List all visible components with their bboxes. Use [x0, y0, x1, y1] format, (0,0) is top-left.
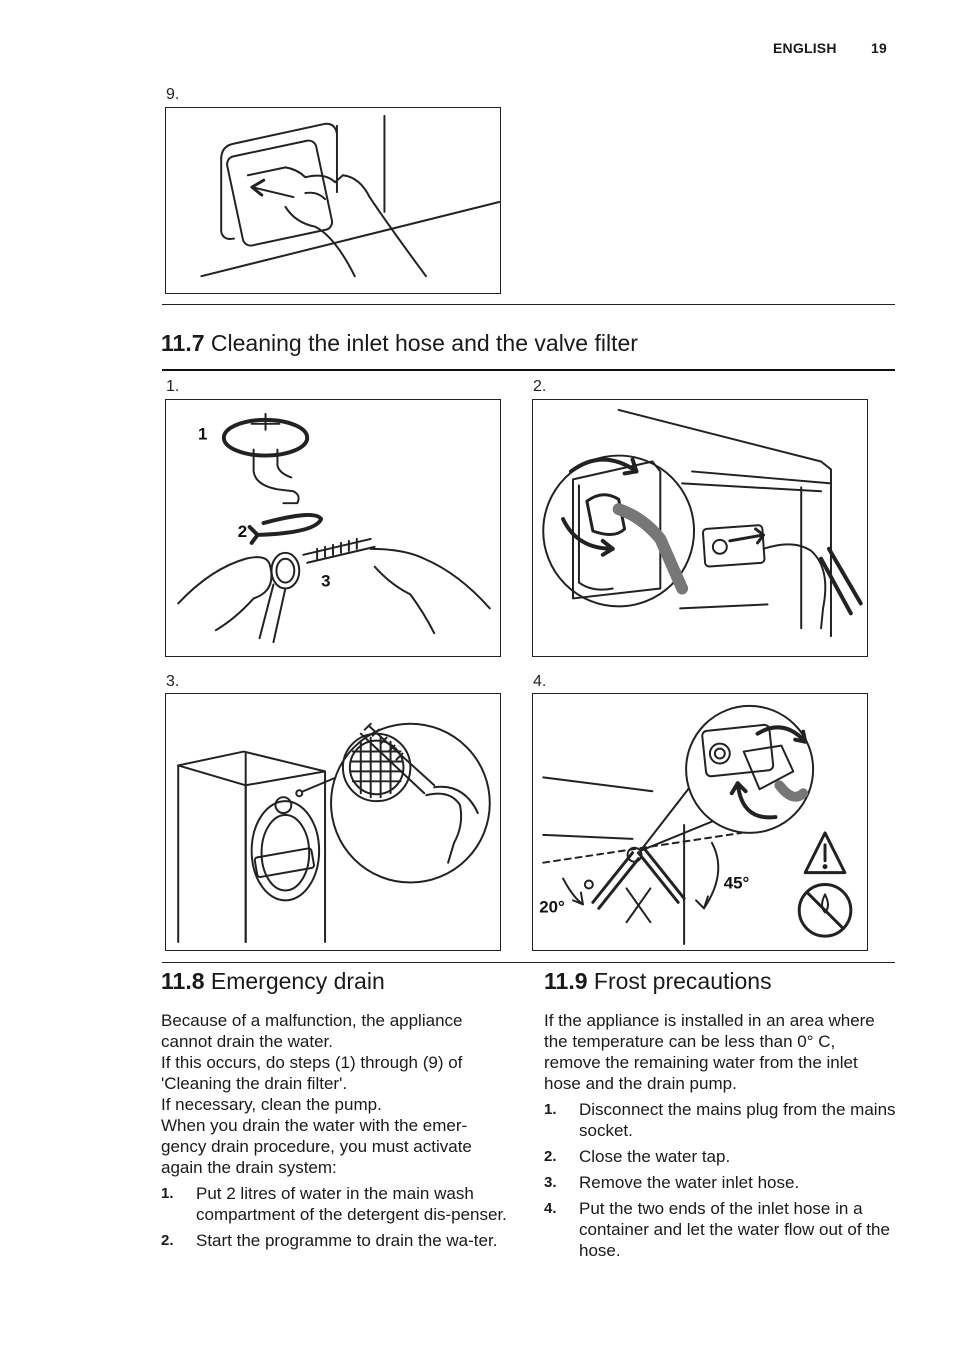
step-text: Start the programme to drain the wa-ter. [196, 1231, 498, 1250]
frost-step: 3. Remove the water inlet hose. [544, 1172, 896, 1193]
callout-2: 2 [238, 522, 247, 541]
figure-label-9: 9. [166, 86, 180, 103]
callout-1: 1 [198, 425, 207, 444]
frost-step: 1. Disconnect the mains plug from the ma… [544, 1099, 896, 1141]
emergency-drain-paragraph: If necessary, clean the pump. [161, 1095, 382, 1114]
section-11-8-body: Because of a malfunction, the appliance … [161, 1010, 511, 1251]
figure-9-illustration [165, 107, 501, 294]
section-11-7-heading: 11.7 Cleaning the inlet hose and the val… [161, 330, 638, 357]
divider-bottom [162, 962, 895, 963]
step-text: Put the two ends of the inlet hose in a … [579, 1199, 890, 1260]
emergency-drain-paragraph: When you drain the water with the emer-g… [161, 1116, 472, 1177]
step-number: 3. [544, 1174, 557, 1191]
figure-2-illustration [532, 399, 868, 657]
section-11-8-heading: 11.8 Emergency drain [161, 968, 385, 995]
section-11-9-body: If the appliance is installed in an area… [544, 1010, 896, 1261]
frost-step: 2. Close the water tap. [544, 1146, 896, 1167]
step-text: Put 2 litres of water in the main wash c… [196, 1184, 507, 1224]
frost-step: 4. Put the two ends of the inlet hose in… [544, 1198, 896, 1261]
emergency-drain-step: 1. Put 2 litres of water in the main was… [161, 1183, 511, 1225]
step-number: 2. [544, 1148, 557, 1165]
section-11-7-title: Cleaning the inlet hose and the valve fi… [210, 330, 638, 356]
section-11-9-heading: 11.9 Frost precautions [544, 968, 772, 995]
figure-label-3: 3. [166, 673, 180, 690]
step-number: 1. [544, 1101, 557, 1118]
callout-3: 3 [321, 572, 330, 591]
emergency-drain-paragraph: Because of a malfunction, the appliance … [161, 1011, 463, 1051]
figure-3-illustration [165, 693, 501, 951]
step-number: 1. [161, 1185, 174, 1202]
section-11-8-number: 11.8 [161, 968, 205, 994]
figure-label-4: 4. [533, 673, 547, 690]
header-language: ENGLISH [773, 40, 837, 56]
emergency-drain-paragraph: If this occurs, do steps (1) through (9)… [161, 1053, 463, 1093]
figure-4-illustration: 45° 20° [532, 693, 868, 951]
figure-label-1: 1. [166, 378, 180, 395]
angle-label-45: 45° [724, 873, 750, 892]
step-number: 2. [161, 1232, 174, 1249]
figure-label-2: 2. [533, 378, 547, 395]
step-number: 4. [544, 1200, 557, 1217]
step-text: Remove the water inlet hose. [579, 1173, 800, 1192]
section-11-9-number: 11.9 [544, 968, 588, 994]
step-text: Disconnect the mains plug from the mains… [579, 1100, 896, 1140]
angle-label-20: 20° [539, 897, 565, 916]
section-11-8-title: Emergency drain [210, 968, 385, 994]
divider-11-7 [162, 369, 895, 371]
figure-1-illustration: 1 2 3 [165, 399, 501, 657]
emergency-drain-step: 2. Start the programme to drain the wa-t… [161, 1230, 511, 1251]
frost-precautions-intro: If the appliance is installed in an area… [544, 1011, 875, 1093]
section-11-7-number: 11.7 [161, 330, 205, 356]
divider-top [162, 304, 895, 305]
page-number: 19 [871, 40, 887, 56]
section-11-9-title: Frost precautions [593, 968, 772, 994]
step-text: Close the water tap. [579, 1147, 731, 1166]
